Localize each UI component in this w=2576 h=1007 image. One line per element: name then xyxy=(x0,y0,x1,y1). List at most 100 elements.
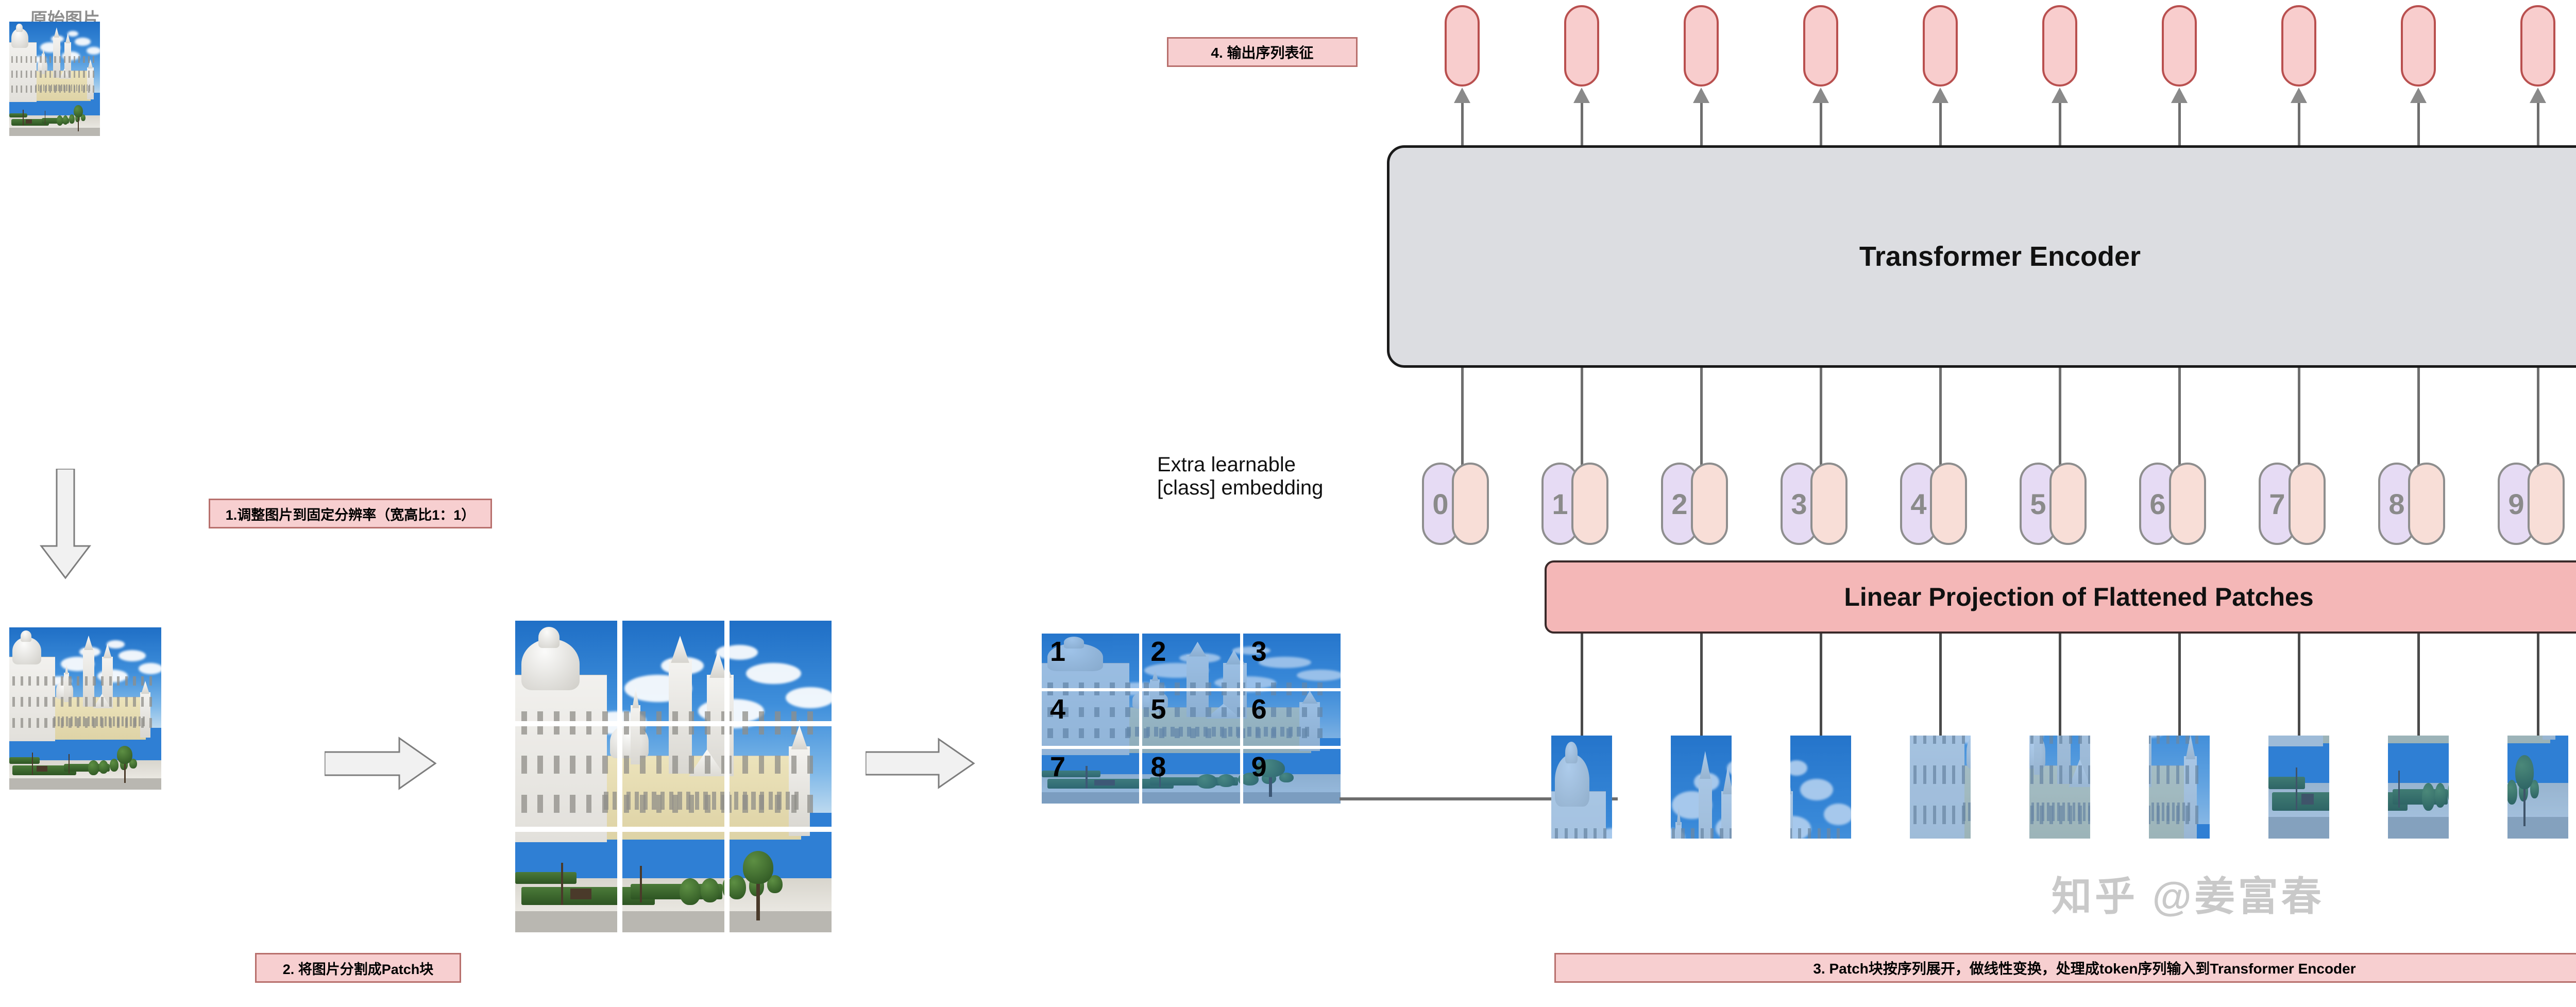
sequence-patch xyxy=(1910,736,1971,839)
patch-tile xyxy=(515,726,617,827)
patch-tile xyxy=(515,621,617,721)
patch-number: 4 xyxy=(1050,694,1066,725)
patch-tile xyxy=(622,832,724,932)
patch-grid-image xyxy=(515,621,832,932)
output-token xyxy=(1445,5,1480,87)
numbered-patch-tile: 8 xyxy=(1142,749,1240,804)
patch-number: 6 xyxy=(1251,694,1267,725)
output-arrow-shaft xyxy=(2537,102,2539,148)
patch-tile xyxy=(515,832,617,932)
projection-input-line xyxy=(1700,634,1703,737)
patch-embedding-token xyxy=(2528,463,2565,545)
numbered-patch-tile: 4 xyxy=(1042,691,1140,746)
callout-3: 3. Patch块按序列展开，做线性变换，处理成token序列输入到Transf… xyxy=(1554,953,2576,983)
output-arrow-shaft xyxy=(2298,102,2300,148)
output-arrow-head xyxy=(1812,88,1829,103)
patch-tile xyxy=(622,726,724,827)
patch-embedding-token xyxy=(1571,463,1608,545)
projection-input-line xyxy=(2537,634,2539,737)
output-token xyxy=(2401,5,2436,87)
sequence-patch xyxy=(2507,736,2568,839)
encoder-input-line xyxy=(2537,368,2539,466)
encoder-input-line xyxy=(2417,368,2420,466)
callout-4: 4. 输出序列表征 xyxy=(1167,37,1358,67)
patch-tile xyxy=(730,832,832,932)
watermark: 知乎 @姜富春 xyxy=(2052,874,2325,919)
sequence-patch xyxy=(2149,736,2210,839)
encoder-input-line xyxy=(2298,368,2300,466)
output-arrow-shaft xyxy=(1700,102,1703,148)
output-arrow-head xyxy=(1573,88,1590,103)
patch-tile xyxy=(622,621,724,721)
output-token-row xyxy=(0,0,2576,155)
transformer-encoder-box: Transformer Encoder xyxy=(1387,145,2576,368)
patch-tile xyxy=(730,621,832,721)
projection-input-line xyxy=(1820,634,1822,737)
patch-embedding-token xyxy=(2408,463,2445,545)
patch-embedding-token xyxy=(1930,463,1967,545)
sequence-patch xyxy=(1671,736,1732,839)
patch-number: 5 xyxy=(1150,694,1166,725)
projection-input-line xyxy=(1581,634,1583,737)
output-token xyxy=(1803,5,1838,87)
sequence-patch xyxy=(2268,736,2329,839)
projection-input-line xyxy=(2059,634,2061,737)
patch-number: 8 xyxy=(1150,752,1166,782)
numbered-patch-tile: 6 xyxy=(1243,691,1341,746)
class-embedding-label-line2: [class] embedding xyxy=(1157,476,1324,499)
encoder-input-line xyxy=(1461,368,1464,466)
output-token xyxy=(1684,5,1719,87)
class-embedding-label-line1: Extra learnable xyxy=(1157,453,1296,476)
resized-image xyxy=(9,627,161,790)
output-arrow-shaft xyxy=(1820,102,1822,148)
projection-input-connectors xyxy=(1581,634,2539,737)
split-arrow-right-2 xyxy=(866,738,975,789)
original-image xyxy=(9,22,100,136)
patch-number: 7 xyxy=(1050,752,1066,782)
callout-2: 2. 将图片分割成Patch块 xyxy=(255,953,461,983)
linear-projection-box: Linear Projection of Flattened Patches xyxy=(1545,560,2576,634)
output-arrow-head xyxy=(1693,88,1709,103)
numbered-patch-tile: 7 xyxy=(1042,749,1140,804)
patch-number: 9 xyxy=(1251,752,1267,782)
output-token xyxy=(1564,5,1599,87)
numbered-patch-tile: 1 xyxy=(1042,634,1140,688)
patch-embedding-token xyxy=(2289,463,2326,545)
patch-embedding-token xyxy=(1810,463,1848,545)
patch-tile xyxy=(730,726,832,827)
output-arrow-shaft xyxy=(2059,102,2061,148)
callout-1: 1.调整图片到固定分辨率（宽高比1：1） xyxy=(209,499,492,528)
class-embedding-label: Extra learnable [class] embedding xyxy=(1157,453,1323,500)
patch-embedding-token xyxy=(1452,463,1489,545)
encoder-input-connectors xyxy=(0,0,2576,466)
encoder-input-line xyxy=(1820,368,1822,466)
patch-embedding-token xyxy=(1691,463,1728,545)
output-arrow-shaft xyxy=(1461,102,1464,148)
numbered-patch-tile: 9 xyxy=(1243,749,1341,804)
patch-number: 3 xyxy=(1251,636,1267,667)
numbered-patch-tile: 3 xyxy=(1243,634,1341,688)
output-arrow-shaft xyxy=(1581,102,1583,148)
sequence-patch xyxy=(2388,736,2449,839)
output-arrow-head xyxy=(1454,88,1470,103)
sequence-patch xyxy=(1790,736,1851,839)
sequence-patch xyxy=(2029,736,2090,839)
output-arrow-shaft xyxy=(1939,102,1942,148)
output-arrow-head xyxy=(2052,88,2068,103)
projection-input-line xyxy=(2298,634,2300,737)
sequence-patch xyxy=(1551,736,1612,839)
encoder-input-line xyxy=(1581,368,1583,466)
resize-arrow-down xyxy=(39,469,92,579)
encoder-input-line xyxy=(2059,368,2061,466)
projection-input-line xyxy=(2178,634,2181,737)
patch-embedding-token xyxy=(2049,463,2087,545)
patch-embedding-token xyxy=(2169,463,2206,545)
output-token xyxy=(2162,5,2197,87)
patch-number: 1 xyxy=(1050,636,1066,667)
encoder-input-line xyxy=(2178,368,2181,466)
output-arrow-head xyxy=(1932,88,1948,103)
output-arrow-shaft xyxy=(2417,102,2420,148)
encoder-input-line xyxy=(1939,368,1942,466)
output-token xyxy=(2042,5,2077,87)
